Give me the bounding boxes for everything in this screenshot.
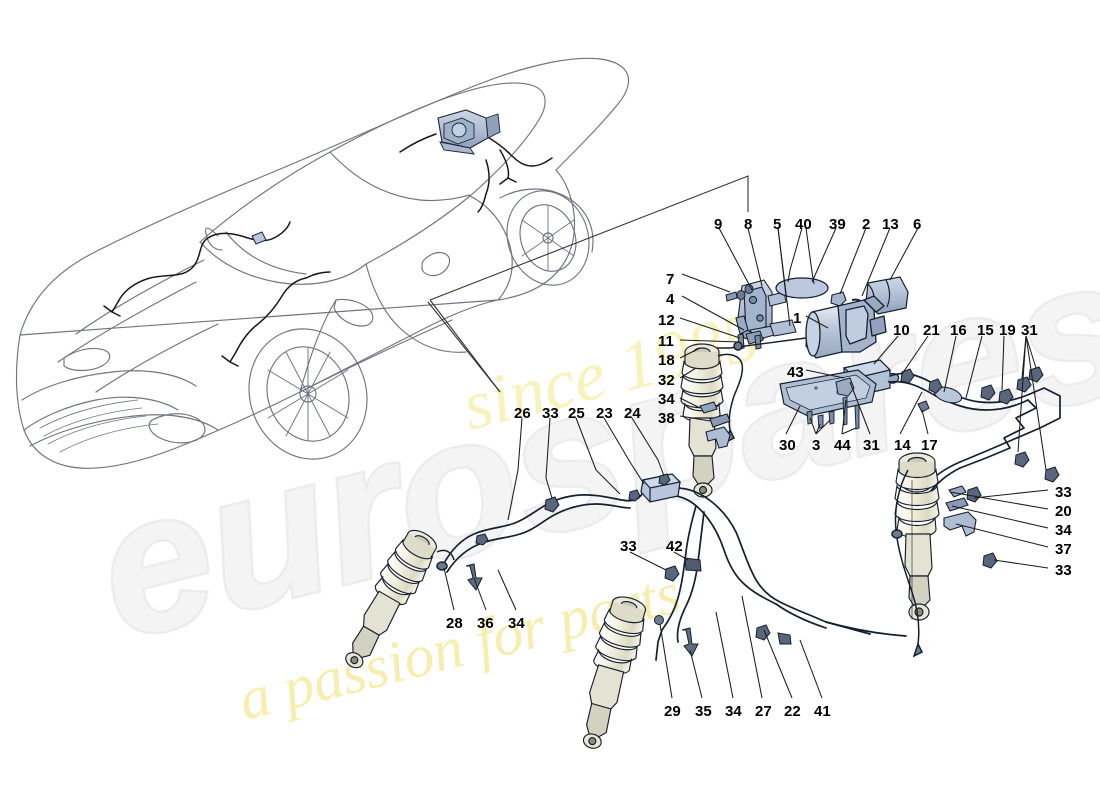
callout-32: 32 <box>658 372 675 389</box>
callout-9: 9 <box>714 216 723 233</box>
callout-26: 26 <box>514 405 531 422</box>
callout-23: 23 <box>596 405 613 422</box>
callout-29: 29 <box>664 703 681 720</box>
callout-33-l: 33 <box>542 405 559 422</box>
callout-20: 20 <box>1055 503 1072 520</box>
part-bracket-assembly <box>735 279 779 345</box>
part-clamp-bracket <box>835 377 855 397</box>
callout-36: 36 <box>477 615 494 632</box>
callout-2: 2 <box>862 216 871 233</box>
part-shock-upper-left <box>680 343 724 498</box>
callout-33-m: 33 <box>620 538 637 555</box>
callout-11: 11 <box>658 333 674 350</box>
callout-40: 40 <box>795 216 812 233</box>
leader-lines <box>443 227 1049 699</box>
part-bolts-3 <box>806 410 835 429</box>
callout-33-r2: 33 <box>1055 562 1072 579</box>
part-pump-motor <box>805 295 887 359</box>
callout-37: 37 <box>1055 541 1072 558</box>
part-sensor-loom-right <box>891 469 924 658</box>
part-nuts-cluster <box>900 366 1060 569</box>
detail-callout-wedges <box>427 175 749 393</box>
part-plug <box>830 291 847 307</box>
callout-16: 16 <box>950 322 967 339</box>
callout-22: 22 <box>784 703 801 720</box>
callout-34-left: 34 <box>658 391 675 408</box>
car-front-connector <box>251 231 267 245</box>
callout-41: 41 <box>814 703 831 720</box>
car-hydraulic-lines <box>103 133 553 367</box>
callout-5: 5 <box>773 216 782 233</box>
part-shock-right <box>894 452 940 621</box>
callout-39: 39 <box>829 216 846 233</box>
callout-19: 19 <box>999 322 1016 339</box>
callout-28: 28 <box>446 615 463 632</box>
callout-25: 25 <box>568 405 585 422</box>
part-shock-rear-lower <box>582 596 647 749</box>
callout-24: 24 <box>624 405 641 422</box>
callout-3: 3 <box>812 437 821 454</box>
callout-44: 44 <box>834 437 851 454</box>
callout-15: 15 <box>977 322 994 339</box>
part-brackets-right <box>943 485 977 537</box>
callout-4: 4 <box>666 291 675 308</box>
callout-43: 43 <box>787 364 804 381</box>
callout-34-b: 34 <box>725 703 742 720</box>
watermark-group: eurospares eurospares a passion for part… <box>75 212 1100 732</box>
callout-35: 35 <box>695 703 712 720</box>
part-sleeve-42 <box>684 557 702 572</box>
callout-27: 27 <box>755 703 772 720</box>
callout-42: 42 <box>666 538 683 555</box>
callout-21: 21 <box>923 322 940 339</box>
callout-12: 12 <box>658 312 675 329</box>
callout-10: 10 <box>893 322 910 339</box>
callout-34-r: 34 <box>1055 522 1072 539</box>
part-shock-front-left <box>345 529 437 669</box>
callout-13: 13 <box>882 216 899 233</box>
part-brackets-left-upper <box>699 401 731 449</box>
part-pipe-network-lower <box>442 479 907 661</box>
callout-33-r1: 33 <box>1055 484 1072 501</box>
car-pump-highlight <box>437 109 501 155</box>
callout-14: 14 <box>894 437 911 454</box>
part-cap-17 <box>917 400 930 413</box>
part-clamps-lower <box>414 473 792 645</box>
part-hook-36 <box>465 563 483 591</box>
callout-30: 30 <box>779 437 796 454</box>
callout-8: 8 <box>744 216 753 233</box>
part-oval-cap <box>775 277 829 299</box>
callout-31-top: 31 <box>1021 322 1038 339</box>
callout-17: 17 <box>921 437 938 454</box>
callout-38: 38 <box>658 410 675 427</box>
part-sensor-eye-29 <box>654 615 664 625</box>
callout-7: 7 <box>666 271 675 288</box>
callout-31-bottom: 31 <box>863 437 880 454</box>
car-outline <box>15 57 630 469</box>
callout-1: 1 <box>793 310 802 327</box>
callout-6: 6 <box>913 216 922 233</box>
callout-34-sl: 34 <box>508 615 525 632</box>
callout-18: 18 <box>658 352 675 369</box>
